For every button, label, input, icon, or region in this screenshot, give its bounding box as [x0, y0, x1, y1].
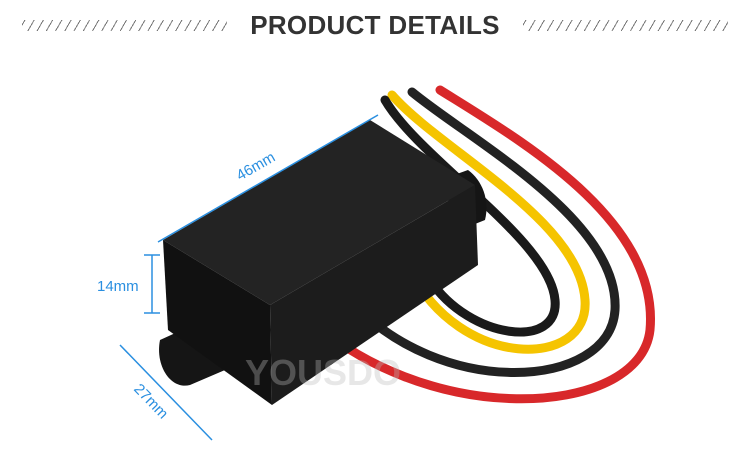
- height-label: 14mm: [97, 278, 139, 295]
- wire-red: [295, 85, 655, 404]
- section-header: PRODUCT DETAILS: [0, 0, 750, 50]
- box-side: [270, 185, 478, 405]
- wire-black-2: [380, 95, 560, 337]
- page-title: PRODUCT DETAILS: [250, 10, 500, 40]
- box-front: [163, 240, 272, 405]
- box-top: [163, 120, 475, 305]
- watermark-logo: YOUSDO: [245, 352, 401, 393]
- wire-black: [345, 87, 620, 377]
- header-hatch-left: [22, 20, 227, 31]
- wires: [295, 85, 655, 404]
- header-hatch-right: [523, 20, 728, 31]
- wire-yellow: [387, 90, 590, 354]
- dimension-lines: [119, 114, 379, 441]
